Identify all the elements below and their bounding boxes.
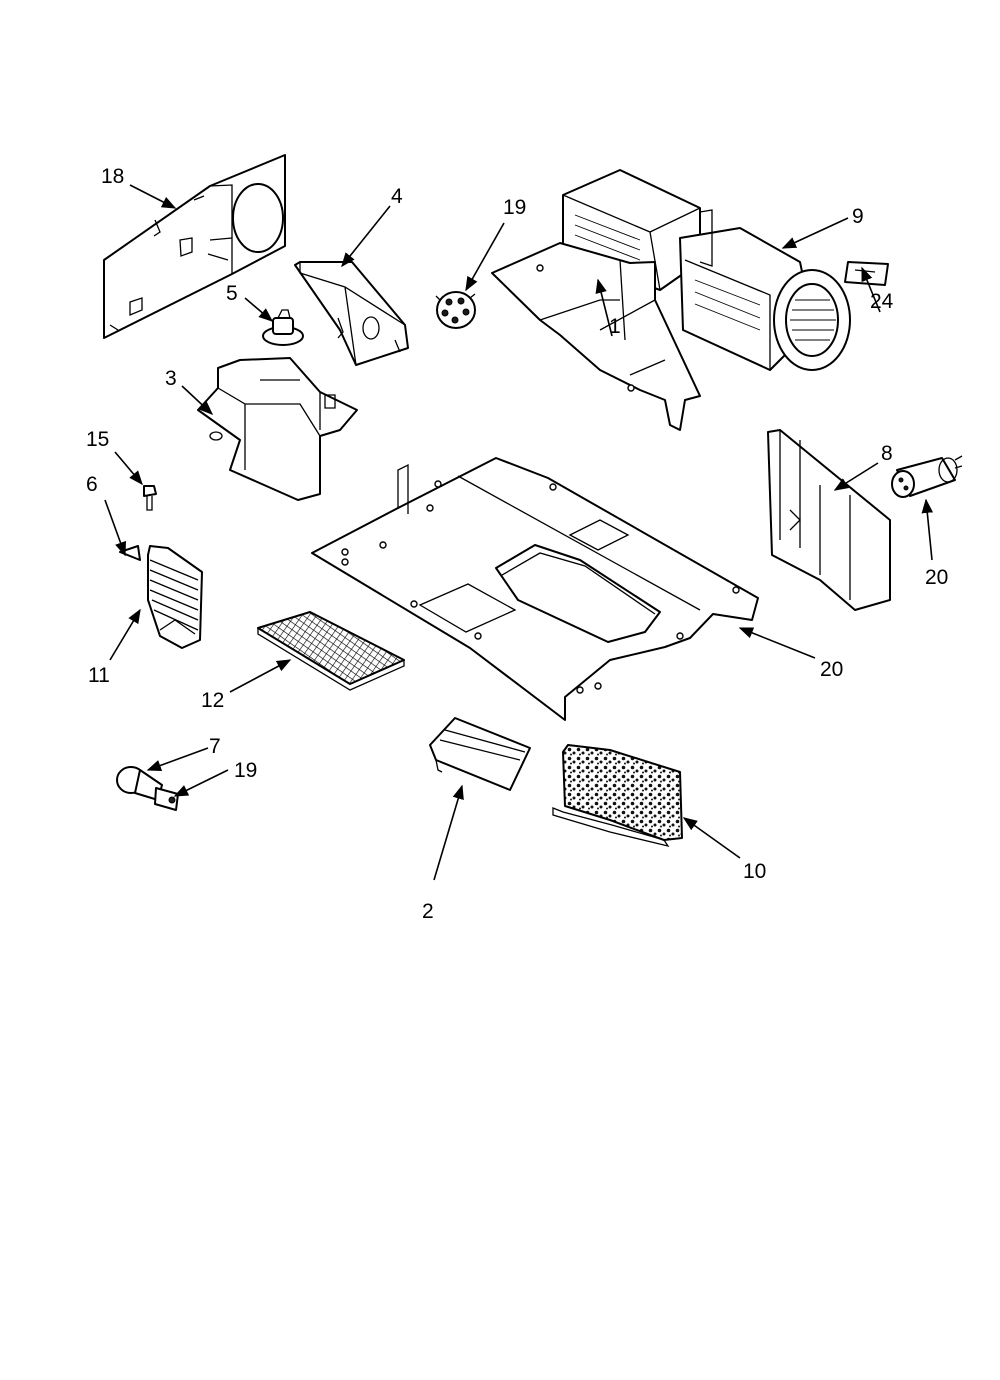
callout-16: 18: [101, 165, 124, 188]
part-5-thermal-cutout: [262, 309, 304, 346]
part-10-grease-filter: [552, 744, 683, 848]
callout-15: 15: [86, 428, 109, 451]
callout-17: 19: [503, 196, 526, 219]
leader-11: [109, 608, 141, 661]
leader-24: [861, 266, 881, 313]
callout-24: 24: [870, 290, 894, 313]
callout-4: 4: [391, 185, 403, 208]
leader-2: [433, 784, 464, 881]
leader-8: [833, 462, 879, 491]
callout-9: 9: [852, 205, 864, 228]
leader-20: [738, 627, 816, 659]
callout-1: 1: [609, 315, 621, 338]
part-6-clip: [119, 545, 141, 561]
callout-19: 19: [234, 759, 257, 782]
part-11-grille: [147, 545, 203, 649]
part-3-duct-housing: [197, 357, 358, 501]
part-18-capacitor: [891, 455, 963, 498]
leader-4: [341, 205, 391, 268]
callout-20: 20: [820, 658, 843, 681]
callout-2: 2: [422, 900, 434, 923]
leader-5: [244, 297, 274, 322]
leader-9: [781, 217, 849, 249]
part-17-sensor: [435, 291, 476, 329]
callout-10: 10: [743, 860, 766, 883]
leader-19: [173, 769, 229, 797]
callout-11: 11: [88, 664, 110, 687]
part-1-duct-cover: [491, 242, 701, 431]
part-19-lamp-socket: [154, 787, 179, 811]
leader-1: [595, 278, 613, 337]
part-12-charcoal-filter: [257, 611, 405, 691]
leader-16: [129, 184, 177, 209]
part-15-screw: [143, 485, 157, 511]
leader-18: [921, 498, 934, 561]
leader-3: [181, 385, 214, 415]
part-2-lamp-cover: [429, 717, 531, 791]
callout-6: 6: [86, 473, 98, 496]
callout-5: 5: [226, 282, 238, 305]
part-8-side-bracket: [767, 429, 891, 611]
part-16-air-guide: [103, 154, 286, 339]
leader-lines: [104, 184, 934, 881]
leader-15: [114, 451, 143, 486]
leader-6: [104, 499, 126, 557]
callout-3: 3: [165, 367, 177, 390]
callout-8: 8: [881, 442, 893, 465]
callout-18: 20: [925, 566, 948, 589]
callout-12: 12: [201, 689, 224, 712]
part-4-bracket: [294, 261, 409, 366]
leader-10: [682, 817, 741, 859]
leader-17: [465, 222, 505, 292]
part-24-clip: [844, 261, 889, 286]
leader-7: [146, 747, 209, 771]
callout-7: 7: [209, 735, 221, 758]
leader-12: [229, 659, 292, 693]
part-20-base-plate: [311, 457, 759, 721]
callout-labels: 18 4 19 9 5 24 1 3 15 8 6 20 20 11 12 7 …: [86, 165, 948, 923]
